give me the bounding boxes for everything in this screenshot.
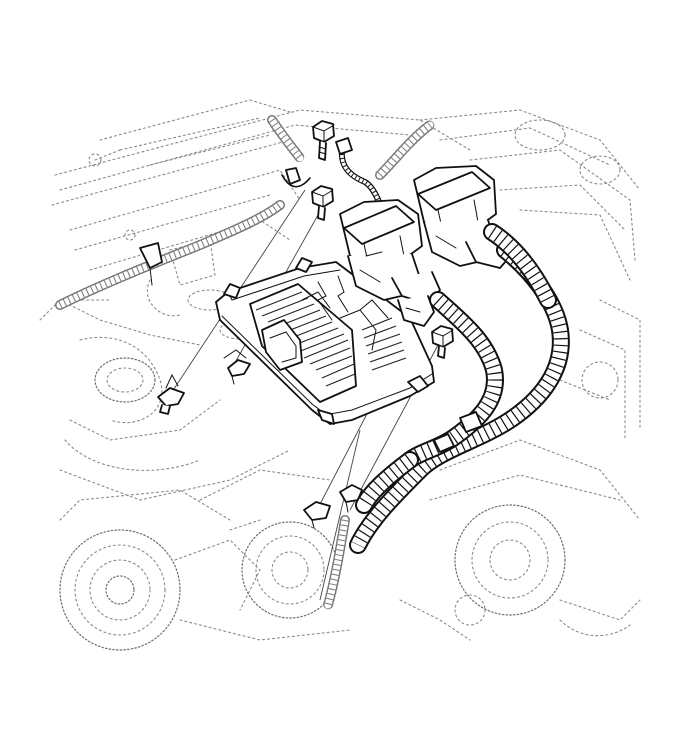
ecm-mount-tab-bottom: [317, 409, 335, 425]
bolt-mid: [311, 185, 334, 221]
loom-clip: [139, 242, 163, 286]
background-loom-top: [267, 115, 435, 180]
ecm-mount-tab-top: [295, 257, 313, 273]
connector-left: [339, 199, 441, 327]
intake-manifold-ghost: [51, 99, 641, 281]
alternator-pulley-ghost: [59, 489, 261, 651]
valve-cover-ghost: [59, 299, 291, 501]
ecm-processor-cover: [261, 319, 303, 371]
ecm-heatsink: [249, 283, 357, 403]
wire-harness-main: [349, 223, 570, 554]
grommet-center: [223, 349, 251, 385]
ecm-module: [215, 257, 435, 425]
ecm-mount-tab-top-left: [223, 283, 241, 299]
connector-side-fins: [361, 317, 407, 371]
bolt-top: [312, 120, 335, 161]
engine-background: [39, 99, 641, 651]
grommet-left: [157, 373, 185, 415]
right-side-ghost: [399, 299, 641, 641]
grommet-lower-a: [303, 501, 331, 529]
background-loom-bottom: [323, 515, 350, 610]
ecm-mount-tab-right: [407, 375, 429, 393]
ground-strap: [281, 137, 385, 213]
bolt-right: [431, 325, 454, 359]
background-loom-left: [55, 200, 285, 310]
